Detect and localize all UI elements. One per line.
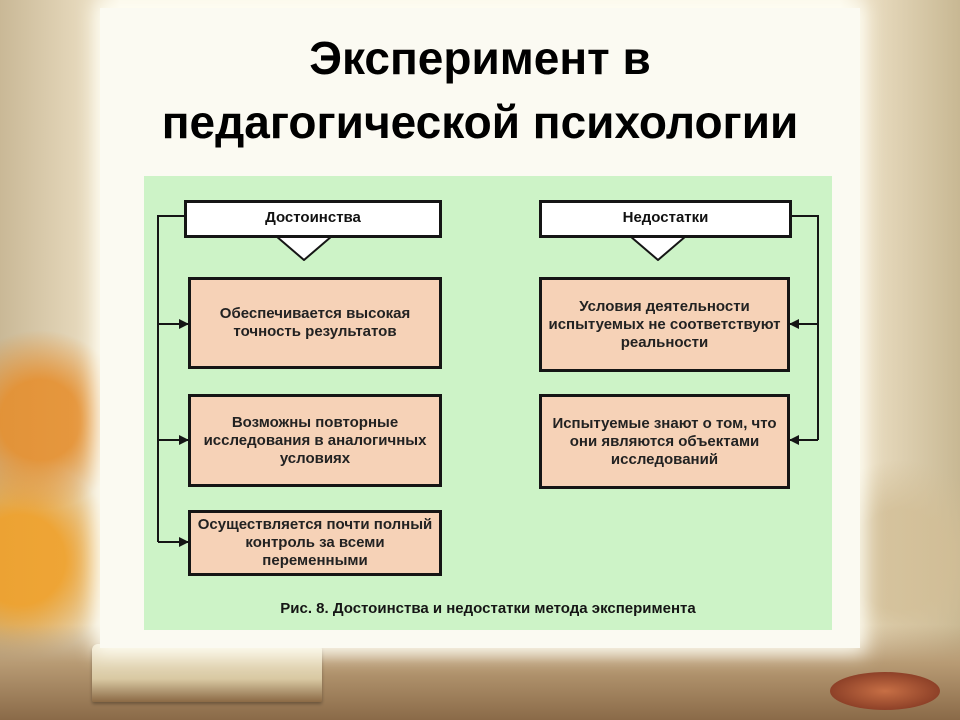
disadvantage-1-line-2: испытуемых не соответствуют — [548, 315, 781, 333]
advantage-1-line-1: Обеспечивается высокая — [219, 305, 411, 322]
disadvantage-2-line-1: Испытуемые знают о том, что — [552, 414, 777, 432]
disadvantage-box-2: Испытуемые знают о том, что они являются… — [539, 394, 790, 489]
disadvantage-2-line-2: они являются объектами — [569, 432, 760, 450]
disadvantage-box-1: Условия деятельности испытуемых не соотв… — [539, 277, 790, 372]
advantage-box-3: Осуществляется почти полный контроль за … — [188, 510, 442, 576]
advantage-2-line-1: Возможны повторные — [231, 413, 399, 431]
advantage-1-line-2: точность результатов — [233, 323, 397, 340]
advantage-3-line-2: контроль за всеми — [245, 534, 385, 551]
advantage-box-2: Возможны повторные исследования в аналог… — [188, 394, 442, 487]
disadvantages-header: Недостатки — [539, 200, 792, 238]
advantage-2-line-2: исследования в аналогичных — [203, 431, 427, 449]
advantages-header: Достоинства — [184, 200, 442, 238]
book-decoration — [92, 644, 322, 702]
slide-title-line-1: Эксперимент в — [309, 32, 651, 84]
advantage-box-1: Обеспечивается высокая точность результа… — [188, 277, 442, 369]
advantages-header-label: Достоинства — [265, 209, 361, 226]
disadvantage-1-line-1: Условия деятельности — [579, 297, 750, 315]
pros-cons-diagram: Достоинства Недостатки Обеспечивается вы… — [144, 176, 832, 630]
pot-decoration — [830, 672, 940, 710]
advantage-3-line-1: Осуществляется почти полный — [197, 516, 433, 533]
advantage-2-line-3: условиях — [279, 449, 351, 467]
advantages-bracket-line — [157, 215, 184, 542]
figure-caption: Рис. 8. Достоинства и недостатки метода … — [280, 600, 696, 617]
advantage-3-line-3: переменными — [262, 552, 368, 569]
disadvantage-2-line-3: исследований — [610, 450, 719, 468]
advantages-header-pointer — [275, 235, 333, 261]
disadvantages-bracket-line — [792, 215, 819, 440]
slide-title-line-2: педагогической психологии — [161, 96, 799, 148]
diagram-connectors — [157, 215, 819, 547]
disadvantage-1-line-3: реальности — [620, 333, 709, 351]
disadvantages-header-pointer — [629, 235, 687, 261]
disadvantages-header-label: Недостатки — [622, 209, 709, 226]
slide-title: Эксперимент в педагогической психологии — [100, 26, 860, 154]
